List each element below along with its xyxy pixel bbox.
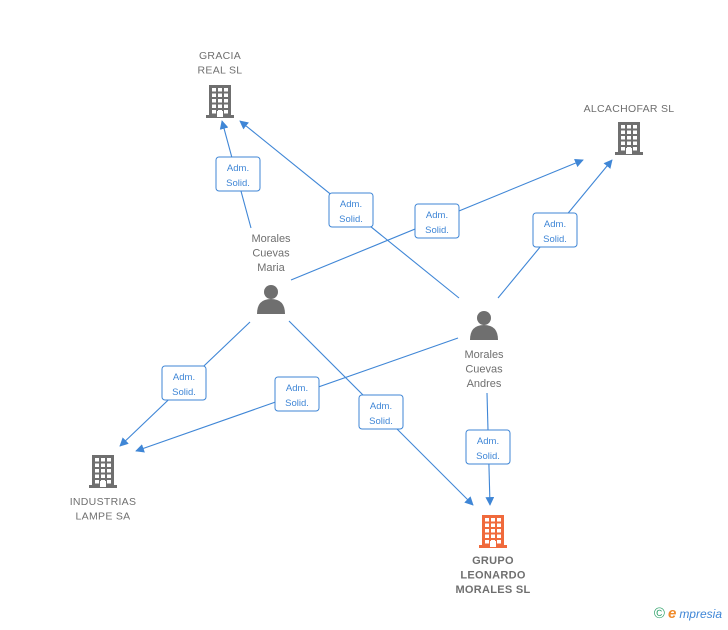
edge-badge-label: Solid. <box>425 225 449 236</box>
edge-badge[interactable]: Adm. Solid. <box>465 429 511 465</box>
edge-badge[interactable]: Adm. Solid. <box>215 156 261 192</box>
node-gracia[interactable]: GRACIA REAL SL <box>198 50 243 118</box>
node-label: Morales <box>251 233 291 245</box>
node-label: GRACIA <box>199 50 241 62</box>
edge-badge-label: Adm. <box>340 199 362 210</box>
node-industrias[interactable]: INDUSTRIAS LAMPE SA <box>70 455 137 523</box>
node-label: GRUPO <box>472 555 514 567</box>
node-label: LEONARDO <box>460 570 525 582</box>
node-label: Cuevas <box>252 248 290 260</box>
edge-badge-label: Adm. <box>286 383 308 394</box>
edge-badge-label: Solid. <box>476 451 500 462</box>
edge-badge[interactable]: Adm. Solid. <box>274 376 320 412</box>
edge-badge-label: Solid. <box>339 214 363 225</box>
edge-badge-label: Solid. <box>543 234 567 245</box>
node-alcachofar[interactable]: ALCACHOFAR SL <box>584 103 675 155</box>
edge-badge-label: Solid. <box>172 387 196 398</box>
edge-badge[interactable]: Adm. Solid. <box>328 192 374 228</box>
edge-badge-label: Solid. <box>226 178 250 189</box>
edges-layer <box>119 120 613 506</box>
edge-badge-label: Solid. <box>285 398 309 409</box>
edge-badge-label: Adm. <box>477 436 499 447</box>
building-icon <box>89 455 117 488</box>
edge-badge-label: Adm. <box>173 372 195 383</box>
node-label: REAL SL <box>198 65 243 77</box>
building-icon <box>615 122 643 155</box>
brand-initial: e <box>667 605 677 622</box>
node-label: LAMPE SA <box>76 511 131 523</box>
edge-badge[interactable]: Adm. Solid. <box>358 394 404 430</box>
node-label: Maria <box>257 262 285 274</box>
edge-badge-label: Adm. <box>544 219 566 230</box>
node-label: INDUSTRIAS <box>70 496 137 508</box>
node-label: MORALES SL <box>455 584 530 596</box>
person-icon <box>257 285 285 314</box>
person-icon <box>470 311 498 340</box>
edge-badge-label: Adm. <box>426 210 448 221</box>
building-icon <box>479 515 507 548</box>
edge-badge-label: Solid. <box>369 416 393 427</box>
node-label: Andres <box>467 378 502 390</box>
badges-layer: Adm. Solid. Adm. Solid. Adm. Solid. Adm. Solid.… <box>161 156 578 465</box>
node-label: ALCACHOFAR SL <box>584 103 675 115</box>
building-icon <box>206 85 234 118</box>
node-label: Cuevas <box>465 364 503 376</box>
edge-badge[interactable]: Adm. Solid. <box>414 203 460 239</box>
edge-badge[interactable]: Adm. Solid. <box>161 365 207 401</box>
copyright-icon: © <box>653 604 665 622</box>
edge-badge-label: Adm. <box>227 163 249 174</box>
brand-name: mpresia <box>679 606 722 621</box>
edge-badge[interactable]: Adm. Solid. <box>532 212 578 248</box>
node-grupo[interactable]: GRUPO LEONARDO MORALES SL <box>455 515 530 596</box>
edge-badge-label: Adm. <box>370 401 392 412</box>
node-label: Morales <box>464 349 504 361</box>
